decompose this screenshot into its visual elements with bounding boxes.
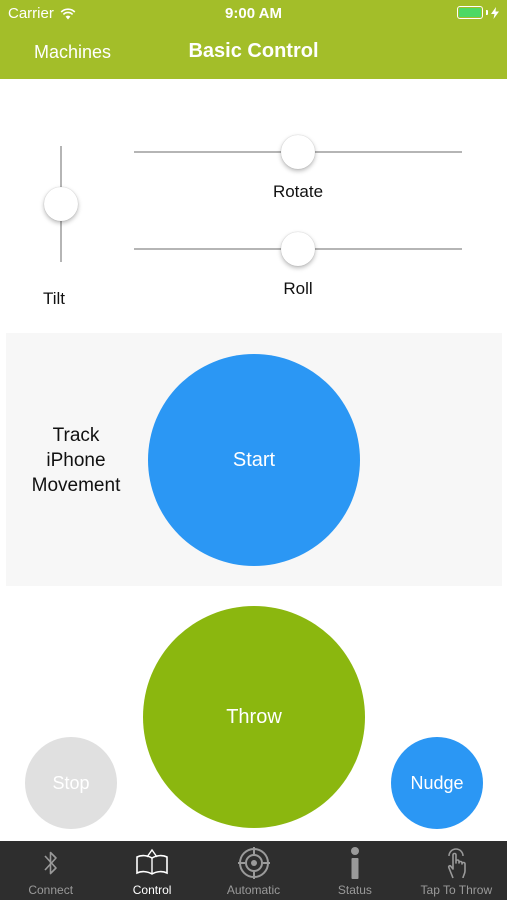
battery-icon (457, 6, 483, 19)
tilt-slider-thumb[interactable] (44, 187, 78, 221)
info-icon (337, 845, 373, 881)
carrier-label: Carrier (8, 5, 54, 22)
tab-automatic[interactable]: Automatic (203, 841, 304, 900)
tab-automatic-label: Automatic (226, 883, 281, 897)
tab-status[interactable]: Status (304, 841, 405, 900)
charging-bolt-icon (491, 6, 499, 19)
rotate-label: Rotate (272, 182, 324, 201)
track-label-line1: Track (52, 425, 100, 446)
rotate-slider-thumb[interactable] (281, 135, 315, 169)
stop-button[interactable]: Stop (25, 737, 117, 829)
track-iphone-movement-label: Track iPhone Movement (28, 423, 124, 498)
tab-control-label: Control (132, 883, 172, 897)
tab-status-label: Status (337, 883, 372, 897)
tap-hand-icon (438, 845, 474, 881)
throw-button[interactable]: Throw (143, 606, 365, 828)
page-title: Basic Control (188, 40, 319, 62)
tab-tap-to-throw[interactable]: Tap To Throw (406, 841, 507, 900)
wifi-icon (60, 7, 76, 19)
roll-label: Roll (283, 279, 313, 298)
roll-slider-thumb[interactable] (281, 232, 315, 266)
tab-connect[interactable]: Connect (0, 841, 101, 900)
machines-back-button[interactable]: Machines (34, 42, 112, 62)
bluetooth-icon (33, 845, 69, 881)
crosshair-icon (236, 845, 272, 881)
navigation-bar: Carrier 9:00 AM Machines Basic Control (0, 0, 507, 79)
tab-control[interactable]: Control (101, 841, 202, 900)
tab-bar: Connect Control Automatic (0, 841, 507, 900)
book-icon (134, 845, 170, 881)
battery-indicator (457, 6, 499, 19)
tab-connect-label: Connect (28, 883, 74, 897)
nudge-button[interactable]: Nudge (391, 737, 483, 829)
start-tracking-button[interactable]: Start (148, 354, 360, 566)
status-time: 9:00 AM (225, 5, 282, 22)
track-label-line3: Movement (31, 475, 121, 496)
status-carrier: Carrier (8, 5, 76, 22)
tilt-label: Tilt (42, 289, 66, 308)
tab-tap-to-throw-label: Tap To Throw (420, 883, 493, 897)
track-label-line2: iPhone (46, 450, 106, 471)
